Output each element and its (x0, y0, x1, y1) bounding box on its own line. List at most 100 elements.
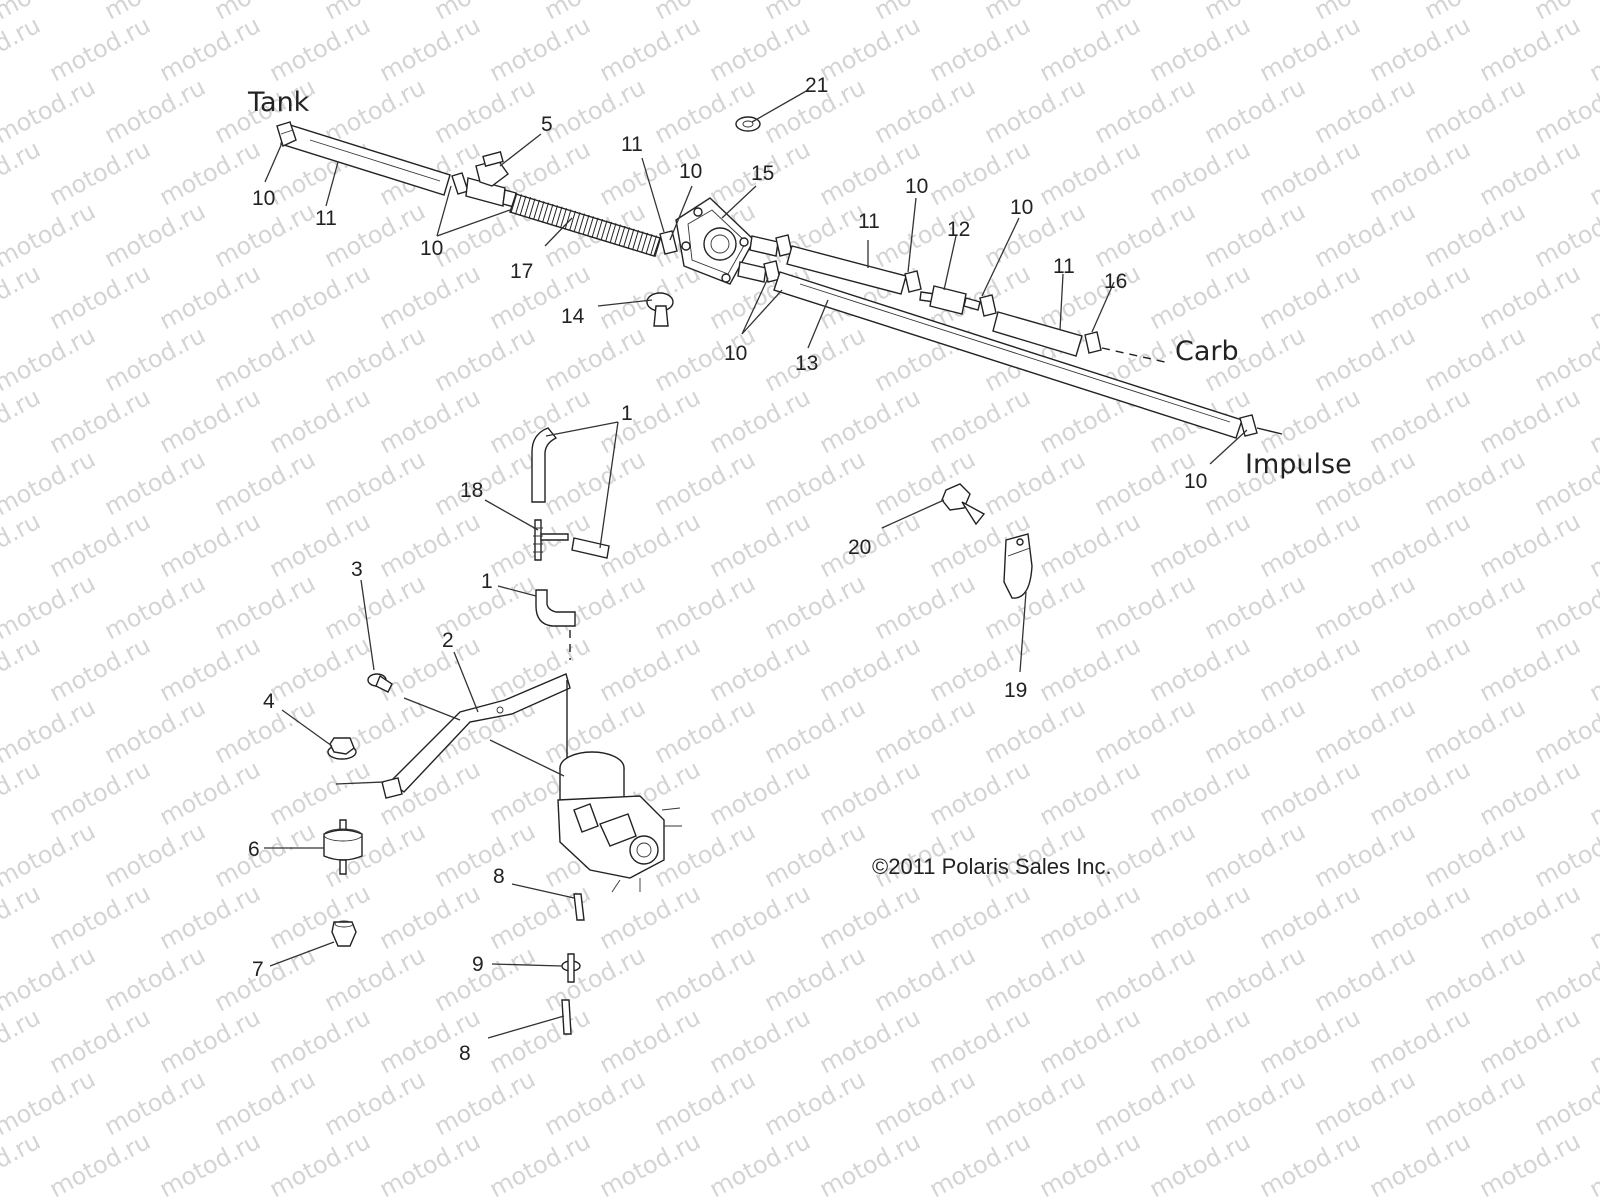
callout-12: 12 (947, 218, 970, 241)
p-clamp (1003, 533, 1033, 599)
rubber-mount (323, 819, 363, 875)
leader-lines (264, 89, 1248, 1039)
fuel-pump (675, 197, 779, 285)
spring-coil (551, 205, 558, 226)
spring-coil (582, 214, 590, 236)
callout-13: 13 (795, 352, 818, 375)
callout-9: 9 (472, 953, 484, 976)
callout-7: 7 (252, 958, 264, 981)
callout-19: 19 (1004, 679, 1027, 702)
callout-4: 4 (263, 690, 275, 713)
filter-clamp-left (904, 270, 922, 293)
spring-coil (591, 217, 599, 238)
spring-coil (587, 216, 594, 237)
vent-tee-fitting (533, 519, 569, 561)
shutoff-valve (465, 150, 517, 208)
callout-8: 8 (459, 1042, 471, 1065)
spring-coil (573, 212, 581, 233)
impulse-clamp (1239, 414, 1258, 437)
callout-10: 10 (252, 187, 275, 210)
spring-coil (596, 218, 603, 240)
callout-1: 1 (481, 570, 493, 593)
insert-nut (331, 920, 357, 947)
spring-coil (510, 192, 518, 214)
callout-10: 10 (1184, 470, 1207, 493)
spring-coil (515, 194, 522, 215)
bolt (367, 673, 393, 693)
inline-fuel-filter (919, 285, 981, 315)
callout-numbers: 1 1 2 3 4 5 6 7 8 8 9 10 10 10 10 10 10 … (248, 74, 1207, 1065)
callout-11: 11 (1053, 255, 1075, 278)
spring-coil (627, 228, 635, 249)
spring-coil (537, 201, 545, 222)
spring-coil (569, 210, 576, 232)
callout-21: 21 (805, 74, 828, 97)
flange-nut (327, 737, 357, 760)
callout-3: 3 (351, 558, 363, 581)
spring-coil (636, 231, 644, 252)
vent-hose-upper (531, 427, 558, 503)
callout-2: 2 (442, 629, 454, 652)
drain-tube-lower (561, 999, 572, 1035)
callout-20: 20 (848, 536, 871, 559)
callout-5: 5 (541, 113, 553, 136)
callout-10: 10 (724, 342, 747, 365)
callout-11: 11 (858, 210, 880, 233)
spring-coil (524, 196, 531, 218)
spring-coil (533, 199, 540, 221)
spring-coil (578, 213, 585, 234)
spring-coil (519, 195, 527, 216)
push-pin (646, 292, 674, 327)
copyright-notice: ©2011 Polaris Sales Inc. (872, 854, 1112, 879)
spring-coil (618, 225, 626, 247)
carburetor (557, 751, 682, 893)
tank-clamp (276, 121, 297, 147)
impulse-line (773, 271, 1243, 439)
callout-15: 15 (751, 162, 774, 185)
vent-hose-elbow (535, 589, 576, 627)
spring-coil (546, 203, 554, 225)
callout-10: 10 (420, 237, 443, 260)
hex-bolt (941, 483, 986, 526)
filter-clamp-right (979, 294, 997, 317)
spring-coil (650, 235, 657, 256)
carb-hose (992, 311, 1083, 357)
callout-10: 10 (679, 160, 702, 183)
fuel-line-assembly (276, 121, 1283, 439)
tank-label: Tank (247, 87, 310, 118)
spring-coil (645, 234, 653, 255)
spring-coil (542, 202, 549, 223)
carb-label: Carb (1175, 336, 1239, 367)
spring-coil (632, 229, 639, 251)
spring-coil (614, 224, 621, 245)
drain-fitting (561, 953, 581, 983)
callout-1: 1 (621, 402, 633, 425)
spring-hose (509, 192, 662, 258)
callout-18: 18 (460, 479, 483, 502)
callout-10: 10 (905, 175, 928, 198)
spring-coil (528, 198, 536, 219)
spring-coil (641, 232, 648, 254)
spring-coil (609, 223, 617, 244)
callout-14: 14 (561, 305, 585, 328)
impulse-connection-line (1256, 427, 1283, 435)
callout-8: 8 (493, 865, 505, 888)
callout-16: 16 (1104, 270, 1127, 293)
callout-10: 10 (1010, 196, 1033, 219)
spring-coil (600, 220, 608, 241)
spring-coil (560, 207, 567, 229)
carb-hose-clamp (1084, 331, 1102, 354)
spring-coil (623, 227, 630, 248)
spring-coil (555, 206, 563, 227)
spring-coil (564, 209, 572, 230)
spring-coil (605, 221, 612, 243)
pump-inlet-clamp (659, 230, 678, 255)
callout-6: 6 (248, 838, 260, 861)
vent-hose-short (571, 537, 610, 559)
callout-11: 11 (315, 207, 337, 230)
carb-connection-dashed (1101, 347, 1166, 363)
drain-tube-upper (573, 893, 585, 921)
callout-17: 17 (510, 260, 533, 283)
washer-hole (742, 120, 754, 128)
